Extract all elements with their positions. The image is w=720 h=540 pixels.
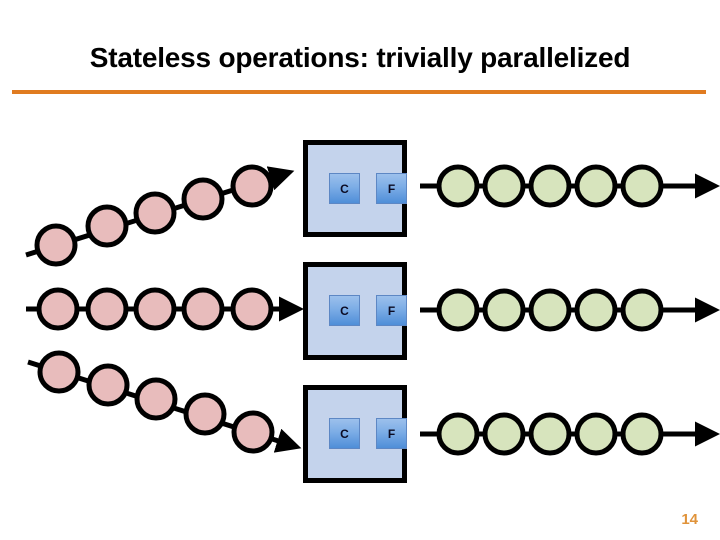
stream-item-circle <box>133 191 177 235</box>
stream-item-circle <box>85 204 129 248</box>
stream-item-circle <box>231 410 275 454</box>
stream-item-circle <box>181 177 225 221</box>
stream-item-circle <box>482 412 526 456</box>
output-stream-2 <box>420 288 720 332</box>
input-stream-horizontal <box>26 287 304 331</box>
stream-item-circle <box>620 164 664 208</box>
operator-c-button[interactable]: C <box>329 418 360 449</box>
stream-item-circle <box>528 288 572 332</box>
stream-item-circle <box>230 287 274 331</box>
stream-item-circle <box>436 164 480 208</box>
stream-item-circle <box>574 164 618 208</box>
operator-c-button[interactable]: C <box>329 295 360 326</box>
stream-item-circle <box>482 164 526 208</box>
page-title: Stateless operations: trivially parallel… <box>89 42 631 73</box>
title-divider <box>12 90 706 94</box>
stream-item-circle <box>620 412 664 456</box>
operator-c-button[interactable]: C <box>329 173 360 204</box>
stream-item-circle <box>436 288 480 332</box>
stream-item-circle <box>436 412 480 456</box>
stream-item-circle <box>528 164 572 208</box>
stream-item-circle <box>37 350 81 394</box>
stream-item-circle <box>620 288 664 332</box>
stream-item-circle <box>528 412 572 456</box>
stream-item-circle <box>133 287 177 331</box>
input-stream-descending <box>27 350 302 454</box>
stream-item-circle <box>85 287 129 331</box>
stream-item-circle <box>230 164 274 208</box>
stream-item-circle <box>134 377 178 421</box>
stream-item-circle <box>574 412 618 456</box>
stream-item-circle <box>86 363 130 407</box>
input-stream-ascending <box>25 164 295 267</box>
stream-item-circle <box>36 287 80 331</box>
stream-item-circle <box>34 223 78 267</box>
stream-item-circle <box>574 288 618 332</box>
output-stream-1 <box>420 164 720 208</box>
page-number: 14 <box>681 511 698 528</box>
operator-f-button[interactable]: F <box>376 418 407 449</box>
operator-f-button[interactable]: F <box>376 173 407 204</box>
stream-item-circle <box>183 392 227 436</box>
output-stream-3 <box>420 412 720 456</box>
stream-item-circle <box>181 287 225 331</box>
operator-f-button[interactable]: F <box>376 295 407 326</box>
stream-item-circle <box>482 288 526 332</box>
